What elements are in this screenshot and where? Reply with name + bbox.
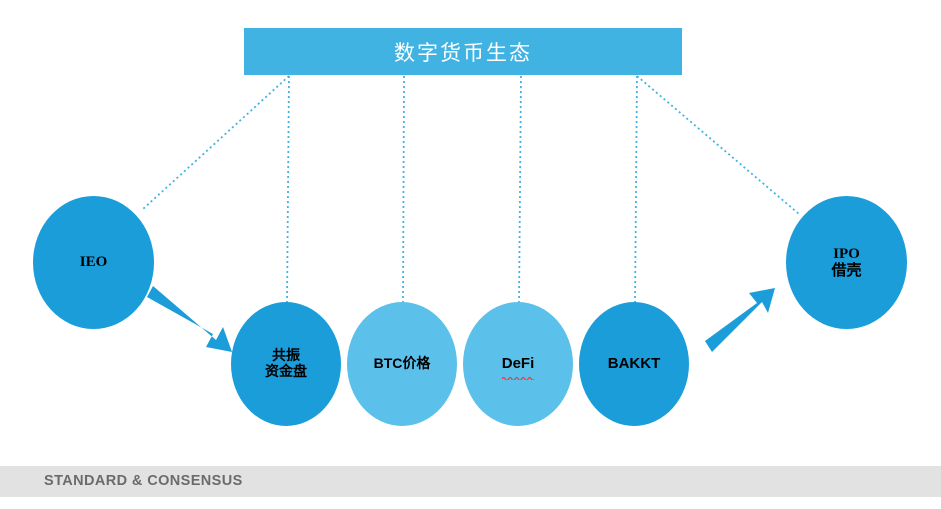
- node-gongzhen[interactable]: 共振 资金盘: [231, 302, 341, 426]
- node-ipo-label: IPO 借壳: [831, 245, 862, 279]
- connector-banner-to-ipo: [636, 75, 800, 215]
- node-btc[interactable]: BTC价格: [347, 302, 457, 426]
- connector-banner-to-bakkt: [634, 75, 638, 306]
- header-banner: 数字货币生态: [244, 28, 682, 75]
- node-defi-label-wrap: DeFi: [501, 355, 535, 380]
- node-ieo[interactable]: IEO: [33, 196, 154, 329]
- node-bakkt-label: BAKKT: [607, 354, 661, 372]
- footer-band: [0, 466, 941, 497]
- banner-title: 数字货币生态: [394, 41, 532, 65]
- spellcheck-squiggle-icon: [501, 376, 535, 380]
- arrow-ieo-to-gongzhen: [147, 286, 232, 352]
- arrow-bakkt-to-ipo: [705, 288, 775, 352]
- connector-banner-to-gongzhen: [286, 75, 290, 306]
- node-gongzhen-label: 共振 资金盘: [265, 347, 307, 379]
- dotted-connectors: [142, 75, 800, 306]
- node-btc-label: BTC价格: [373, 355, 431, 372]
- node-bakkt[interactable]: BAKKT: [579, 302, 689, 426]
- footer-brand-text: STANDARD & CONSENSUS: [44, 473, 243, 489]
- node-ieo-label: IEO: [79, 254, 108, 271]
- node-ipo[interactable]: IPO 借壳: [786, 196, 907, 329]
- node-defi[interactable]: DeFi: [463, 302, 573, 426]
- connector-banner-to-btc: [402, 75, 405, 306]
- connector-banner-to-defi: [518, 75, 522, 306]
- connector-banner-to-ieo: [142, 75, 290, 210]
- node-defi-label: DeFi: [501, 355, 535, 372]
